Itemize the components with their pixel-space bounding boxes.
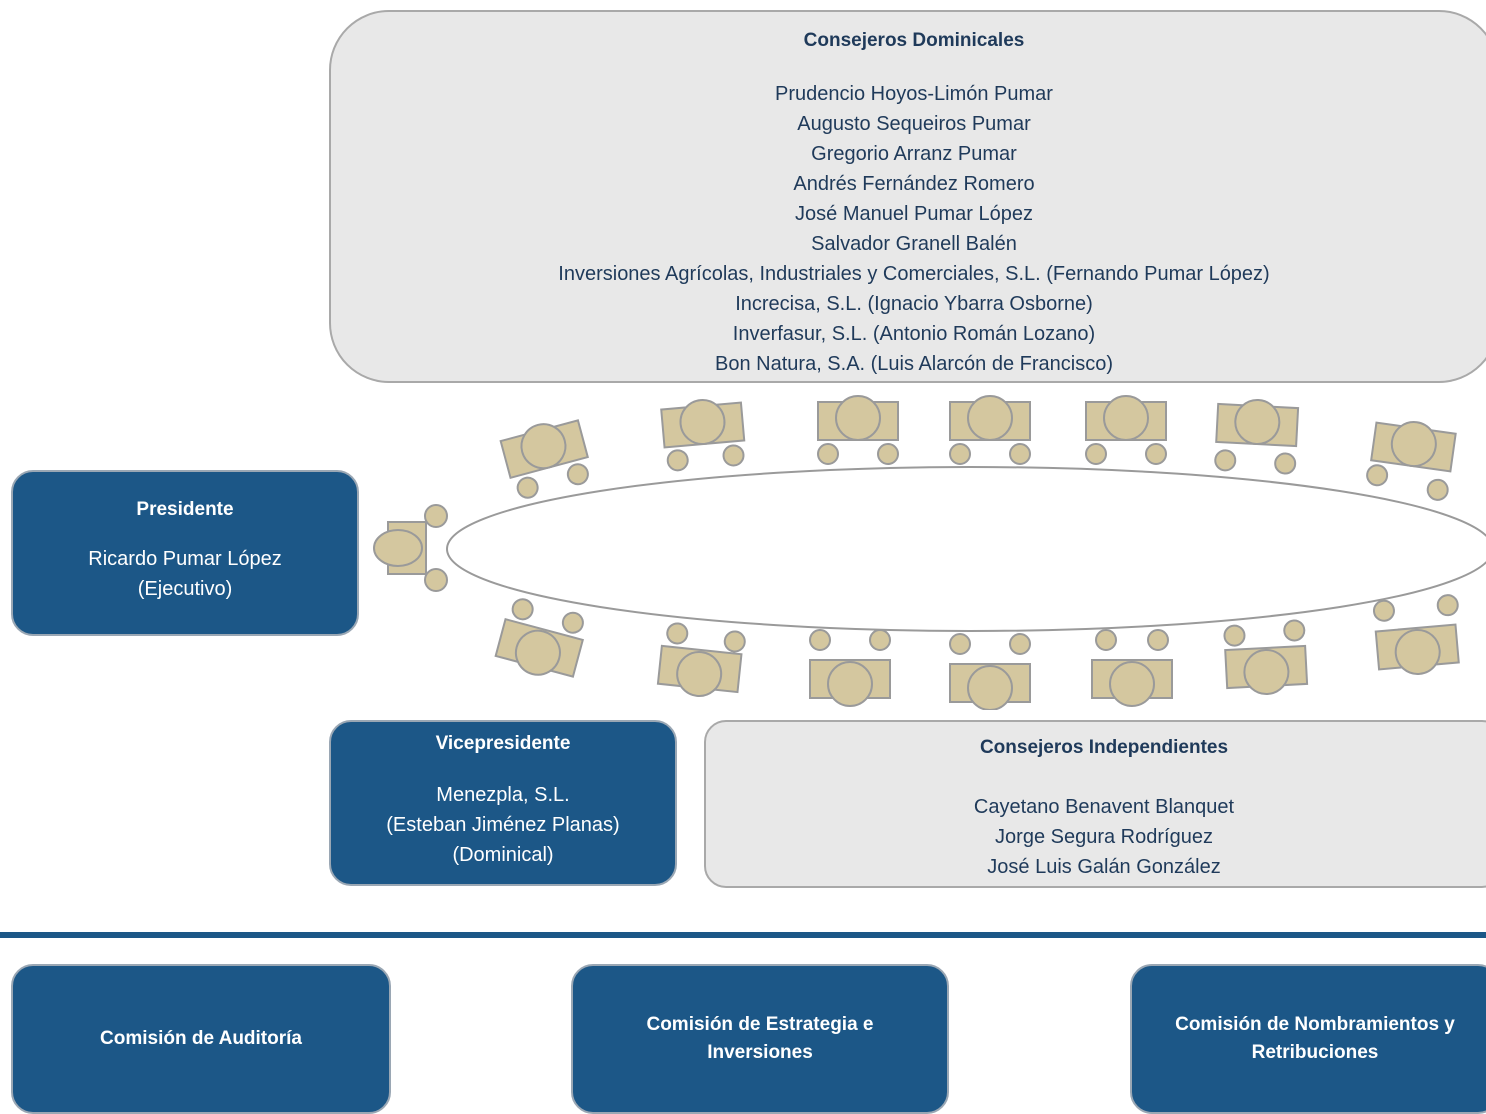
seat-bottom [949,633,1031,710]
independientes-title: Consejeros Independientes [979,737,1229,758]
presidente-name: Ricardo Pumar López [88,548,282,570]
dominical-member: Increcisa, S.L. (Ignacio Ybarra Osborne) [735,293,1093,315]
vicepresidente-company: Menezpla, S.L. [436,784,570,806]
dominical-member: Bon Natura, S.A. (Luis Alarcón de Franci… [715,353,1113,375]
vicepresidente-role: (Dominical) [452,844,554,866]
independiente-member: Jorge Segura Rodríguez [995,826,1213,848]
vicepresidente-title: Vicepresidente [435,733,571,754]
commission-auditoria-label: Comisión de Auditoría [100,1028,302,1049]
dominical-member: Gregorio Arranz Pumar [811,143,1017,165]
dominical-member: José Manuel Pumar López [795,203,1033,225]
seat-bottom [1091,629,1173,707]
seat-top [1366,421,1457,501]
commission-nombramientos: Comisión de Nombramientos y Retribucione… [1130,964,1486,1114]
commission-estrategia-label: Comisión de Estrategia e Inversiones [646,1014,874,1063]
seat-top [1214,399,1300,475]
board-table [446,466,1486,632]
dominical-member: Salvador Granell Balén [811,233,1017,255]
seat-top [499,419,590,499]
commission-nombramientos-label: Comisión de Nombramientos y Retribucione… [1175,1014,1455,1063]
vicepresidente-panel: Vicepresidente Menezpla, S.L. (Esteban J… [329,720,677,886]
seat-bottom [809,629,891,707]
dominical-member: Inverfasur, S.L. (Antonio Román Lozano) [732,323,1096,345]
commission-estrategia: Comisión de Estrategia e Inversiones [571,964,949,1114]
dominical-member: Andrés Fernández Romero [793,173,1035,195]
seat-bottom [656,622,746,697]
independientes-panel: Consejeros Independientes Cayetano Benav… [704,720,1486,888]
seat-top [1085,395,1167,465]
seat-bottom [1372,594,1460,675]
dominical-member: Augusto Sequeiros Pumar [797,113,1031,135]
seat-bottom [1223,619,1309,695]
dominicales-title: Consejeros Dominicales [803,30,1025,51]
vicepresidente-representative: (Esteban Jiménez Planas) [386,814,620,836]
seat-president [373,504,448,592]
seat-bottom [494,598,585,678]
presidente-panel: Presidente Ricardo Pumar López (Ejecutiv… [11,470,359,636]
presidente-role: (Ejecutivo) [137,578,233,600]
boardroom-table-illustration [373,395,1486,710]
section-divider [0,932,1486,938]
dominical-member: Inversiones Agrícolas, Industriales y Co… [558,263,1270,285]
seat-top [660,399,746,472]
dominical-member: Prudencio Hoyos-Limón Pumar [775,83,1053,105]
dominicales-panel: Consejeros Dominicales Prudencio Hoyos-L… [329,10,1486,383]
independiente-member: José Luis Galán González [987,856,1221,878]
seat-top [817,395,899,465]
commission-auditoria: Comisión de Auditoría [11,964,391,1114]
independiente-member: Cayetano Benavent Blanquet [973,796,1235,818]
seat-top [949,395,1031,465]
presidente-title: Presidente [136,499,234,520]
